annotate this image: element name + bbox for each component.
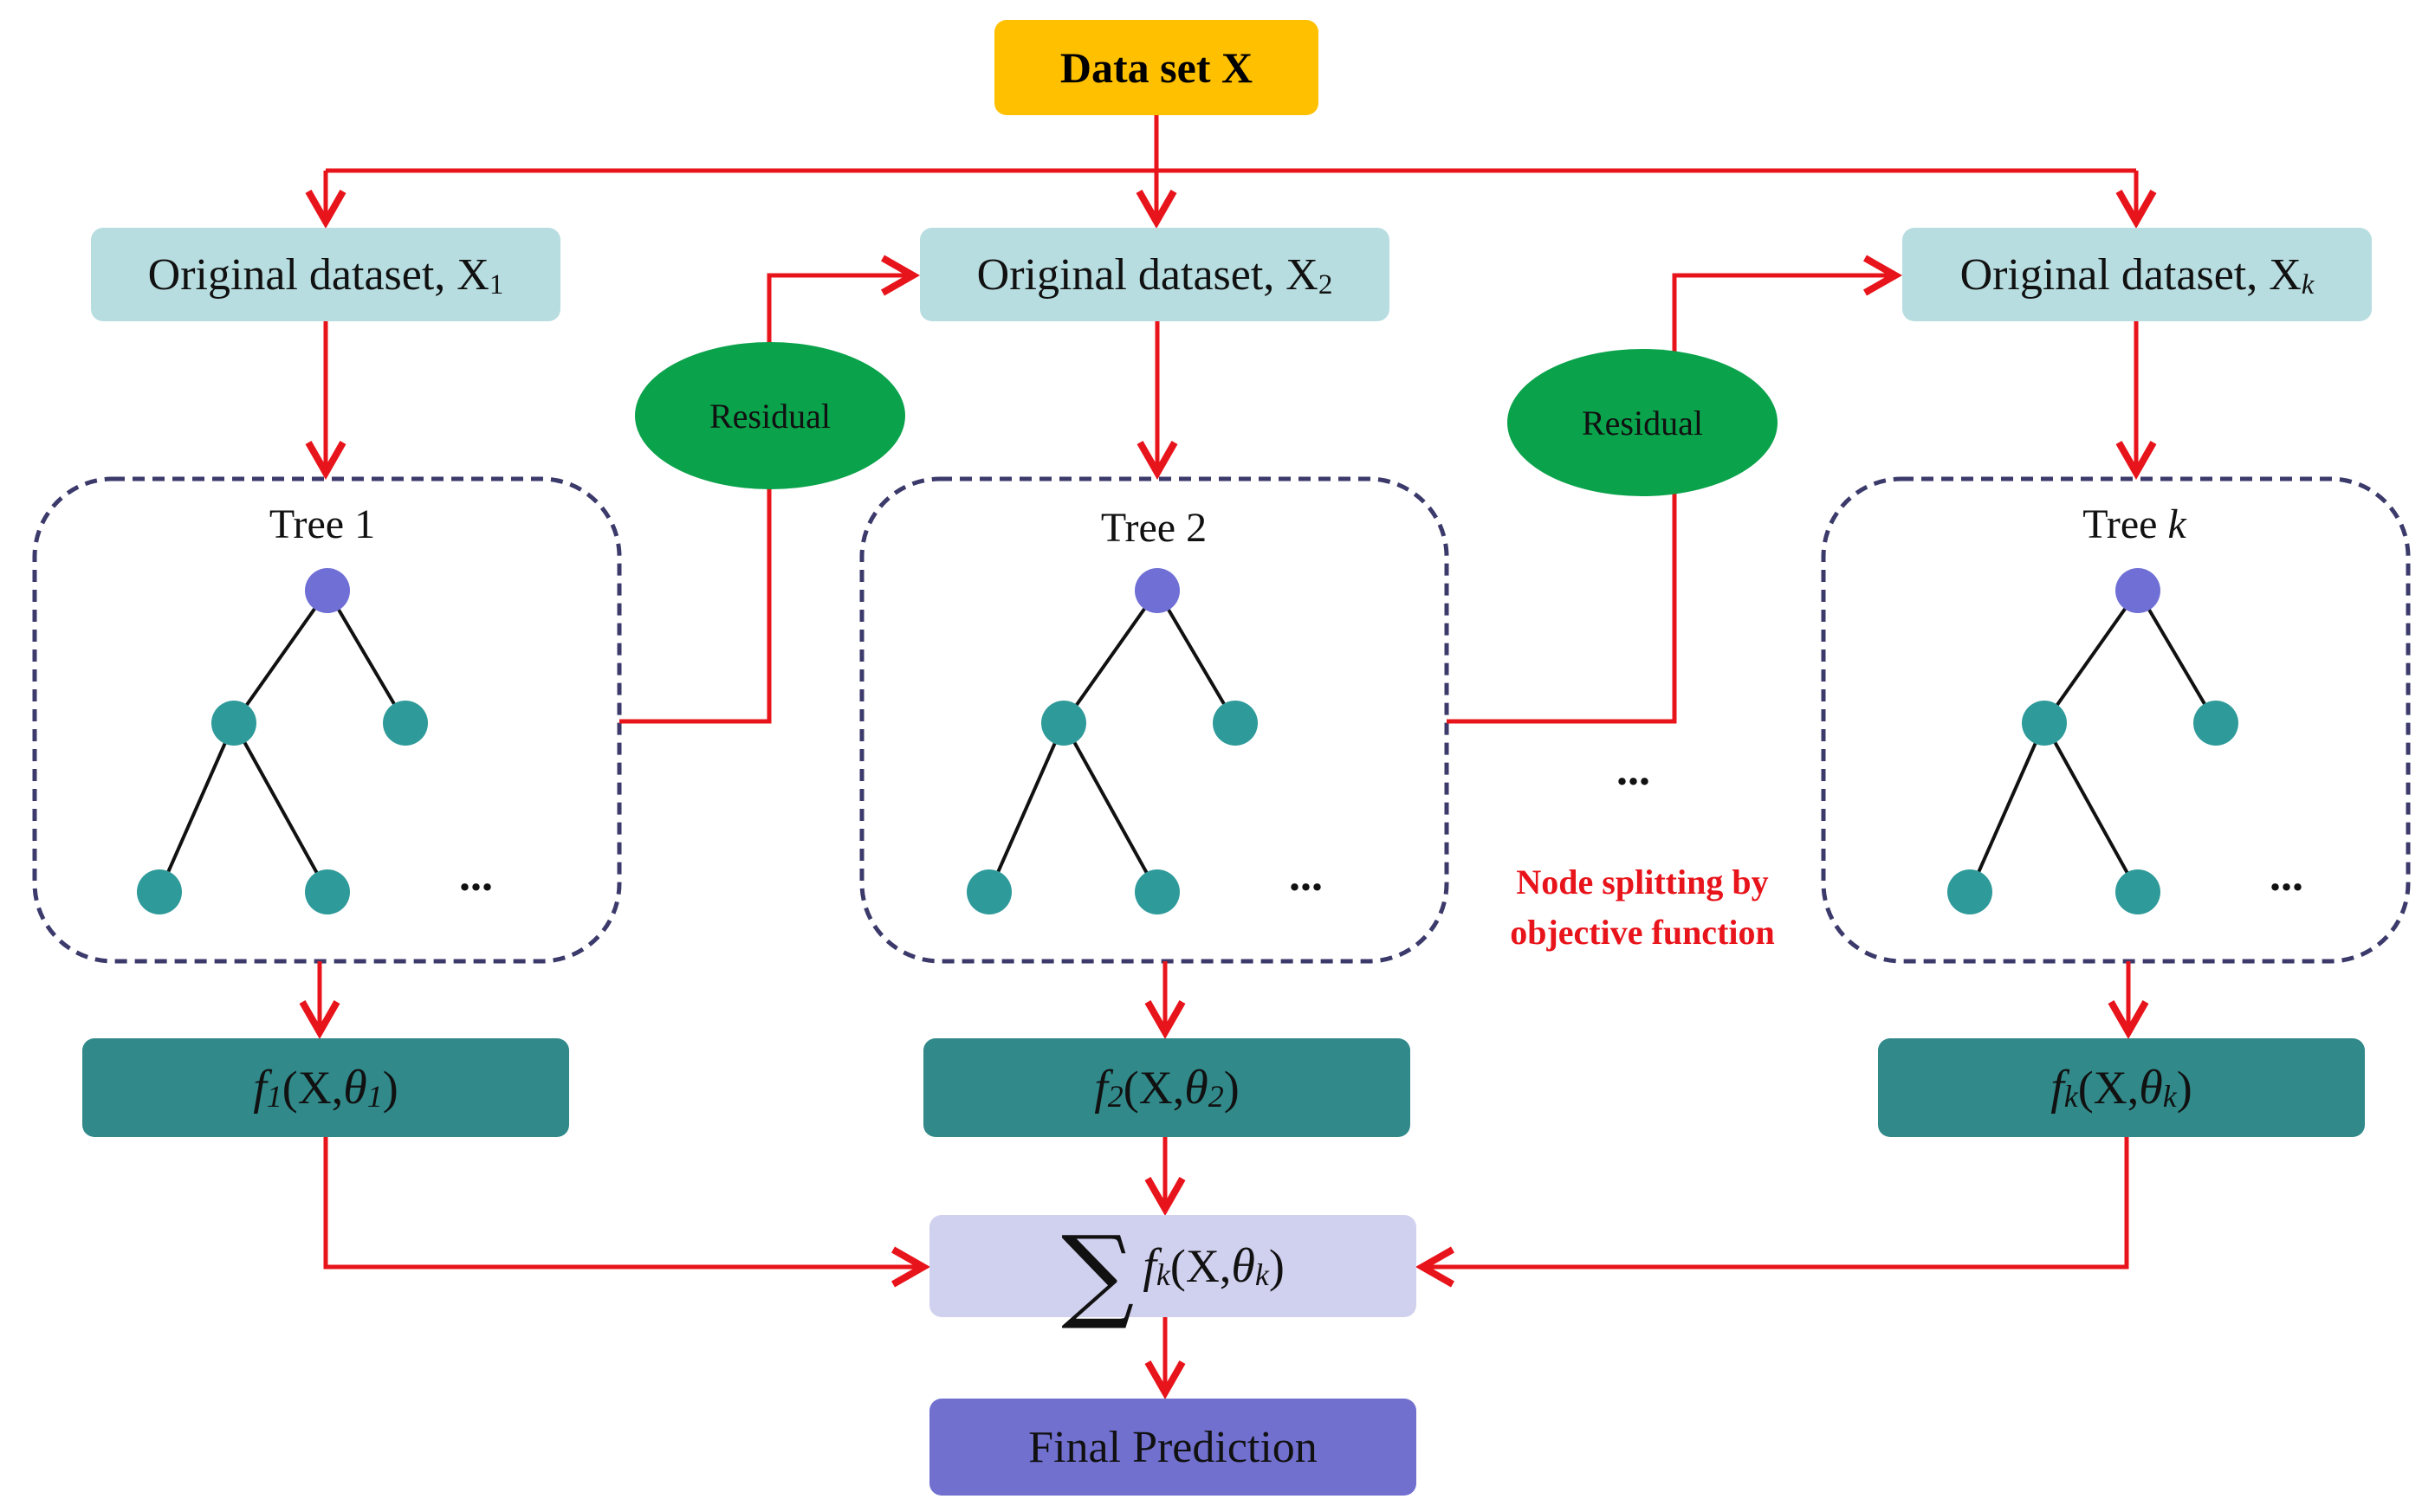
tree-k-graph bbox=[1968, 589, 2218, 893]
f1-subscript: 1 bbox=[266, 1079, 282, 1114]
final-prediction-box: Final Prediction bbox=[929, 1399, 1416, 1496]
dataset-x-box: Data set X bbox=[994, 20, 1318, 115]
final-prediction-label: Final Prediction bbox=[1028, 1422, 1318, 1472]
f2-theta: θ bbox=[1184, 1061, 1208, 1115]
f2-symbol: f bbox=[1094, 1061, 1108, 1115]
tree-container-1 bbox=[32, 476, 622, 964]
tree-2-node bbox=[967, 869, 1012, 914]
sum-close: ) bbox=[1268, 1240, 1285, 1292]
note-line-1: Node splitting by bbox=[1516, 863, 1769, 901]
tree-k-root-node bbox=[2115, 568, 2160, 613]
original-dataset-2-subscript: 2 bbox=[1318, 268, 1333, 300]
original-dataset-1-subscript: 1 bbox=[489, 268, 504, 300]
tree-2-graph bbox=[988, 589, 1237, 893]
tree-2-ellipsis: ... bbox=[1289, 851, 1323, 901]
tree-k-node bbox=[1947, 869, 1992, 914]
tree-1-root-node bbox=[305, 568, 350, 613]
tree-2-title-text: Tree 2 bbox=[1100, 505, 1208, 551]
residual-ellipse-2: Residual bbox=[1507, 349, 1778, 496]
tree-1-title: Tree 1 bbox=[192, 501, 452, 548]
fk-theta: θ bbox=[2139, 1061, 2163, 1115]
arrow-fk-to-sum bbox=[1415, 1137, 2129, 1288]
tree-2-node bbox=[1213, 701, 1258, 746]
sum-theta-subscript: k bbox=[1254, 1257, 1269, 1292]
f1-symbol: f bbox=[253, 1061, 267, 1115]
tree-k-ellipsis: ... bbox=[2270, 851, 2303, 901]
f1-theta-subscript: 1 bbox=[366, 1079, 383, 1114]
sum-args: (X, bbox=[1169, 1240, 1232, 1292]
residual-ellipse-1: Residual bbox=[635, 342, 905, 489]
tree-k-node bbox=[2193, 701, 2238, 746]
sum-theta: θ bbox=[1231, 1239, 1255, 1293]
tree-k-node bbox=[2022, 701, 2067, 746]
original-dataset-2-label: Original dataset, X bbox=[976, 249, 1318, 300]
f2-args: (X, bbox=[1123, 1062, 1185, 1114]
original-dataset-1-label: Original dataset, X bbox=[147, 249, 489, 300]
f2-close: ) bbox=[1223, 1062, 1240, 1114]
tree-1-title-text: Tree 1 bbox=[269, 501, 376, 547]
dataset-x-label: Data set X bbox=[1059, 43, 1253, 92]
tree-k-title-italic: k bbox=[2167, 501, 2186, 547]
sigma-symbol: ∑ bbox=[1061, 1213, 1135, 1333]
f2-subscript: 2 bbox=[1107, 1079, 1124, 1114]
flow-arrows bbox=[299, 115, 2157, 1400]
arrow-f1-to-sum bbox=[323, 1137, 931, 1288]
sum-f-symbol: f bbox=[1143, 1239, 1156, 1293]
original-dataset-k-subscript: k bbox=[2301, 268, 2315, 300]
f1-close: ) bbox=[382, 1062, 398, 1114]
tree-1-graph bbox=[158, 589, 407, 893]
tree-2-node bbox=[1041, 701, 1086, 746]
tree-k-node bbox=[2115, 869, 2160, 914]
tree-1-node bbox=[211, 701, 256, 746]
original-dataset-k-label: Original dataset, X bbox=[1959, 249, 2302, 300]
tree-k-title-text: Tree bbox=[2082, 501, 2168, 547]
tree-2-title: Tree 2 bbox=[1024, 504, 1284, 552]
tree-2-node bbox=[1135, 869, 1180, 914]
arrow-residual-1 bbox=[619, 255, 921, 724]
residual-1-label: Residual bbox=[709, 396, 831, 436]
tree-container-k bbox=[1821, 476, 2411, 964]
node-splitting-note: Node splitting by objective function bbox=[1460, 857, 1824, 958]
fk-theta-subscript: k bbox=[2162, 1079, 2177, 1114]
tree-container-2 bbox=[859, 476, 1449, 964]
note-line-2: objective function bbox=[1510, 913, 1775, 952]
f2-theta-subscript: 2 bbox=[1208, 1079, 1224, 1114]
fk-args: (X, bbox=[2077, 1062, 2140, 1114]
arrow-residual-2 bbox=[1447, 255, 1903, 724]
tree-1-ellipsis: ... bbox=[459, 851, 493, 901]
tree-1-node bbox=[137, 869, 182, 914]
fk-symbol: f bbox=[2050, 1061, 2064, 1115]
f1-args: (X, bbox=[282, 1062, 344, 1114]
tree-1-node bbox=[305, 869, 350, 914]
f1-theta: θ bbox=[343, 1061, 367, 1115]
middle-ellipsis: ... bbox=[1616, 746, 1650, 795]
sum-f-subscript: k bbox=[1156, 1257, 1170, 1292]
fk-subscript: k bbox=[2063, 1079, 2078, 1114]
fk-close: ) bbox=[2176, 1062, 2192, 1114]
tree-2-root-node bbox=[1135, 568, 1180, 613]
tree-1-node bbox=[383, 701, 428, 746]
residual-2-label: Residual bbox=[1582, 403, 1703, 443]
tree-k-title: Tree k bbox=[2004, 501, 2264, 548]
